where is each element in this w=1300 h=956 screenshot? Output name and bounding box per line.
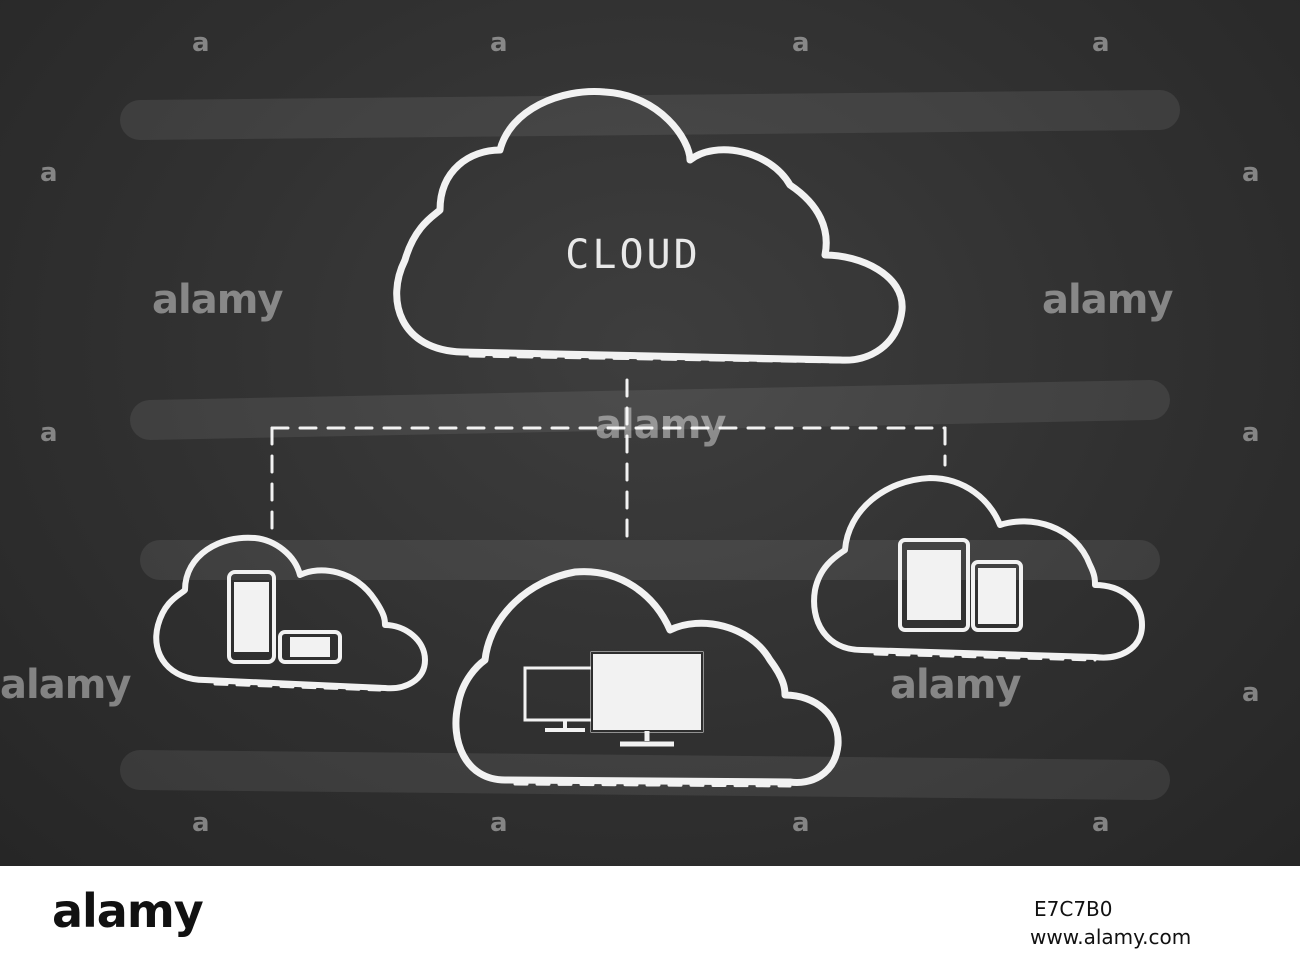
monitor-icon <box>590 651 704 747</box>
dashed-connectors <box>270 378 947 542</box>
watermark-mark-5: a <box>40 158 58 188</box>
watermark-mark-4: a <box>1092 28 1110 58</box>
watermark-mark-7: a <box>40 418 58 448</box>
watermark-left-upper: alamy <box>152 277 283 323</box>
tablet-icon <box>898 538 970 632</box>
chalkboard: CLOUD alamy alamy alamy alamy alamy a a … <box>0 0 1300 866</box>
watermark-right-upper: alamy <box>1042 277 1173 323</box>
watermark-center: alamy <box>595 402 726 448</box>
watermark-mark-1: a <box>192 28 210 58</box>
main-cloud-label: CLOUD <box>565 232 701 278</box>
phone-icon <box>227 570 276 664</box>
landscape-phone-icon <box>278 630 342 664</box>
left-cloud <box>153 534 428 692</box>
watermark-mark-9: a <box>1242 678 1260 708</box>
watermark-mark-6: a <box>1242 158 1260 188</box>
footer-url: www.alamy.com <box>1030 925 1192 949</box>
watermark-mark-8: a <box>1242 418 1260 448</box>
main-cloud <box>393 88 906 364</box>
watermark-mark-13: a <box>1092 808 1110 838</box>
watermark-mark-12: a <box>792 808 810 838</box>
watermark-mark-2: a <box>490 28 508 58</box>
footer-bar <box>0 866 1300 956</box>
small-tablet-icon <box>971 560 1023 632</box>
watermark-mark-3: a <box>792 28 810 58</box>
right-cloud <box>811 475 1145 661</box>
chalk-smudges <box>120 90 1180 800</box>
cloud-diagram <box>120 88 1180 800</box>
middle-cloud <box>452 568 842 786</box>
watermark-right-lower: alamy <box>890 662 1021 708</box>
footer-logo: alamy <box>52 884 204 938</box>
footer-image-id: E7C7B0 <box>1034 897 1113 921</box>
watermark-left-lower: alamy <box>0 662 131 708</box>
watermark-mark-11: a <box>490 808 508 838</box>
watermark-mark-10: a <box>192 808 210 838</box>
